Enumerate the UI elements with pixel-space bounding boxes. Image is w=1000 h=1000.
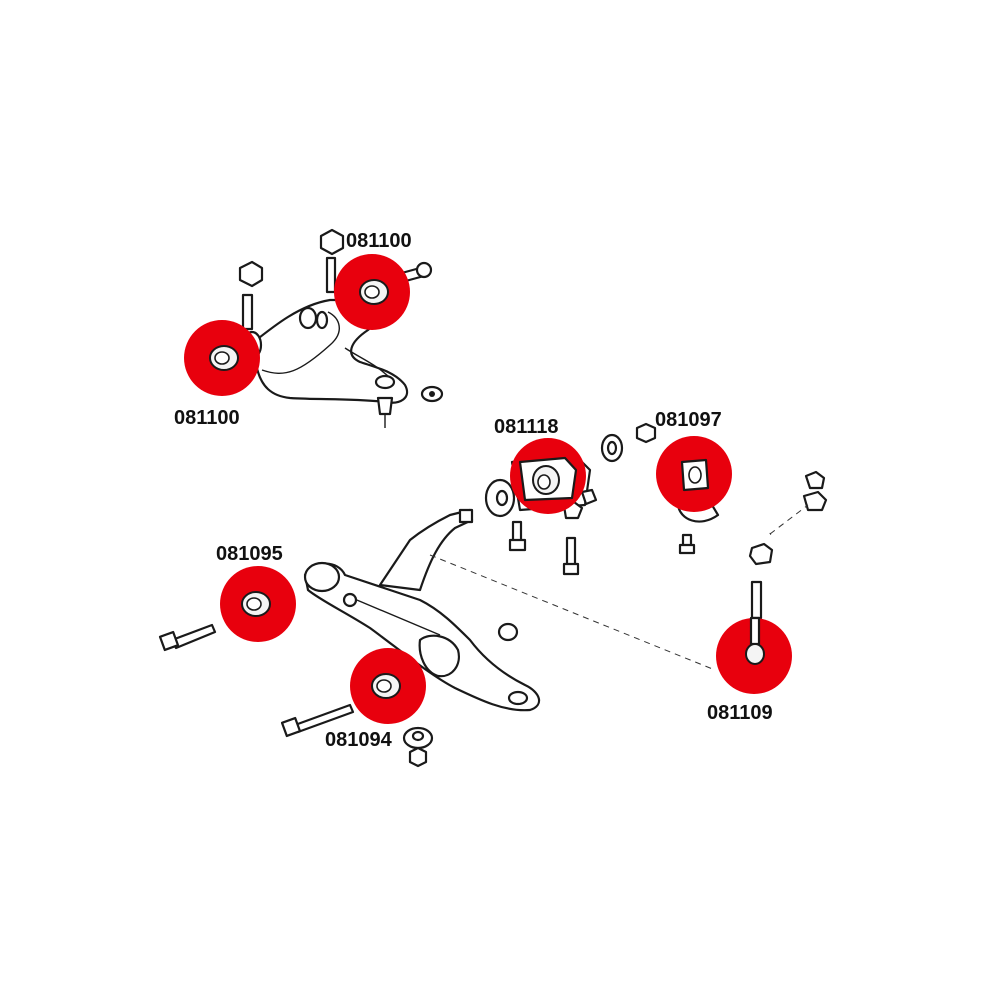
highlight-lower-arm-front [220, 566, 296, 642]
highlight-lower-arm-rear [350, 648, 426, 724]
highlight-upper-arm-rear [184, 320, 260, 396]
label-lower-arm-front: 081095 [216, 543, 283, 565]
label-upper-arm-rear: 081100 [174, 407, 240, 429]
lower-control-arm [158, 508, 541, 768]
stabilizer-hardware [497, 470, 828, 642]
guide-line [429, 554, 716, 671]
label-end-link-bushing: 081109 [707, 702, 773, 724]
highlight-sway-bar-bushing [656, 436, 732, 512]
highlight-compliance-bushing [510, 438, 586, 514]
label-sway-bar-bushing: 081097 [655, 409, 722, 431]
label-lower-arm-rear: 081094 [325, 729, 392, 751]
highlight-end-link-bushing [716, 616, 792, 694]
highlight-upper-arm-front [334, 254, 410, 330]
upper-control-arm [238, 228, 433, 428]
label-upper-arm-front: 081100 [346, 230, 412, 252]
label-compliance-bushing: 081118 [494, 416, 559, 438]
